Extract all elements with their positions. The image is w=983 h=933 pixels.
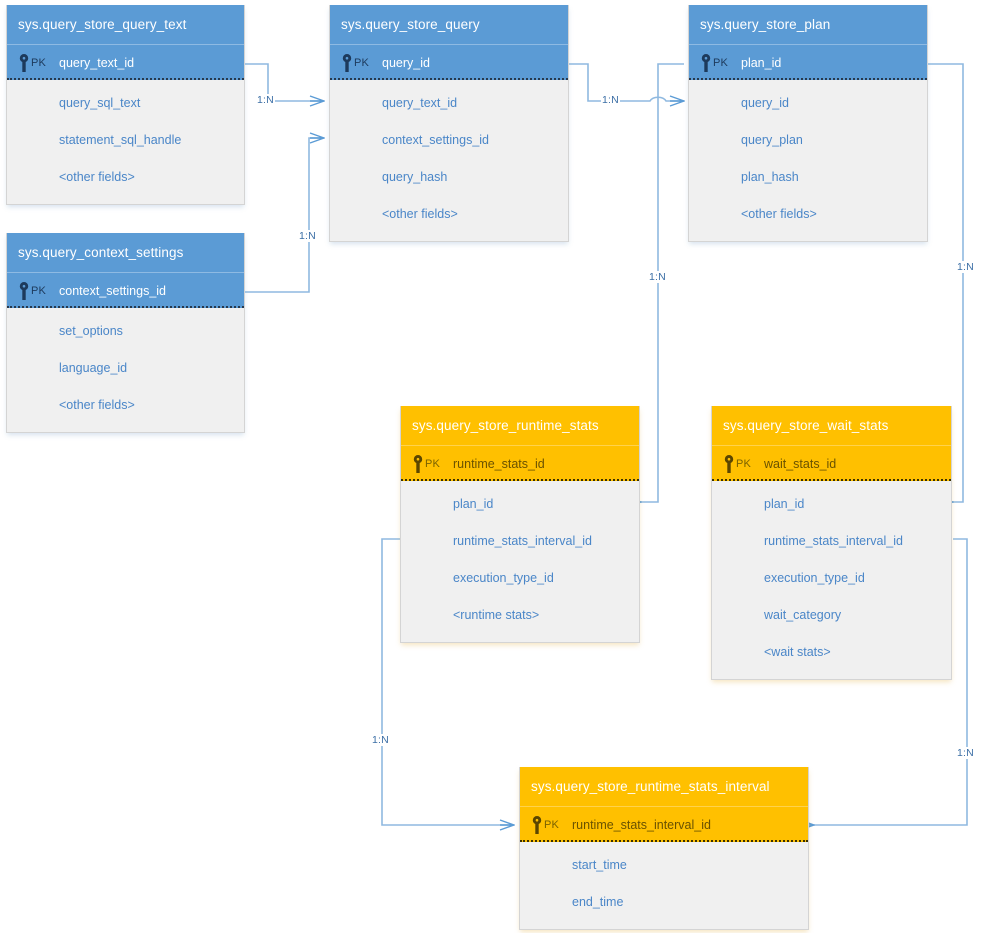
entity-query-store-wait-stats[interactable]: sys.query_store_wait_stats PK wait_stats… [711,406,952,680]
entity-primary-key-row[interactable]: PK context_settings_id [7,272,244,308]
entity-field: <other fields> [59,170,135,184]
key-icon [19,282,29,300]
entity-field: execution_type_id [453,571,554,585]
pk-field-name: runtime_stats_interval_id [572,818,711,832]
entity-title: sys.query_context_settings [7,233,244,272]
cardinality-label-query-text-to-query: 1:N [256,94,275,106]
entity-field: set_options [59,324,123,338]
cardinality-label-plan-to-runtime-stats: 1:N [648,271,667,283]
entity-title: sys.query_store_plan [689,5,927,44]
entity-field: start_time [572,858,627,872]
key-icon [724,455,734,473]
entity-primary-key-row[interactable]: PK query_id [330,44,568,80]
entity-field: plan_hash [741,170,799,184]
entity-primary-key-row[interactable]: PK wait_stats_id [712,445,951,481]
entity-query-store-query-text[interactable]: sys.query_store_query_text PK query_text… [6,5,245,205]
entity-field-list: query_sql_text statement_sql_handle <oth… [7,80,244,204]
entity-field-list: set_options language_id <other fields> [7,308,244,432]
cardinality-label-query-to-plan: 1:N [601,94,620,106]
pk-field-name: runtime_stats_id [453,457,545,471]
entity-field: <other fields> [741,207,817,221]
entity-field-list: start_time end_time [520,842,808,929]
connector-context-settings-to-query [245,138,324,293]
entity-field: runtime_stats_interval_id [764,534,903,548]
entity-field: plan_id [764,497,805,511]
key-icon [342,54,352,72]
entity-title: sys.query_store_runtime_stats_interval [520,767,808,806]
entity-field: context_settings_id [382,133,490,147]
pk-field-name: context_settings_id [59,284,167,298]
entity-field: <other fields> [382,207,458,221]
pk-field-name: query_text_id [59,56,135,70]
key-icon [532,816,542,834]
key-icon [701,54,711,72]
entity-field: <wait stats> [764,645,831,659]
entity-title: sys.query_store_query [330,5,568,44]
key-icon [19,54,29,72]
entity-field-list: query_id query_plan plan_hash <other fie… [689,80,927,241]
pk-tag: PK [31,57,47,69]
cardinality-label-runtime-stats-to-interval: 1:N [371,734,390,746]
entity-field: <runtime stats> [453,608,540,622]
connector-plan-to-runtime-stats [641,63,684,502]
key-icon [413,455,423,473]
cardinality-label-wait-stats-to-interval: 1:N [956,747,975,759]
entity-field: query_plan [741,133,803,147]
entity-field: plan_id [453,497,494,511]
entity-field: query_sql_text [59,96,141,110]
entity-field-list: query_text_id context_settings_id query_… [330,80,568,241]
pk-field-name: query_id [382,56,430,70]
entity-field: query_text_id [382,96,458,110]
entity-field-list: plan_id runtime_stats_interval_id execut… [712,481,951,679]
entity-primary-key-row[interactable]: PK plan_id [689,44,927,80]
entity-title: sys.query_store_query_text [7,5,244,44]
entity-field: end_time [572,895,624,909]
entity-title: sys.query_store_runtime_stats [401,406,639,445]
pk-field-name: wait_stats_id [764,457,837,471]
entity-field: language_id [59,361,128,375]
pk-tag: PK [736,458,752,470]
pk-tag: PK [425,458,441,470]
pk-tag: PK [544,819,560,831]
entity-title: sys.query_store_wait_stats [712,406,951,445]
entity-primary-key-row[interactable]: PK runtime_stats_interval_id [520,806,808,842]
entity-field: <other fields> [59,398,135,412]
pk-field-name: plan_id [741,56,782,70]
entity-query-store-runtime-stats[interactable]: sys.query_store_runtime_stats PK runtime… [400,406,640,643]
entity-field: query_hash [382,170,448,184]
entity-field: statement_sql_handle [59,133,182,147]
entity-query-store-query[interactable]: sys.query_store_query PK query_id query_… [329,5,569,242]
entity-primary-key-row[interactable]: PK runtime_stats_id [401,445,639,481]
entity-field: wait_category [764,608,842,622]
pk-tag: PK [354,57,370,69]
entity-field: runtime_stats_interval_id [453,534,592,548]
pk-tag: PK [713,57,729,69]
entity-query-context-settings[interactable]: sys.query_context_settings PK context_se… [6,233,245,433]
entity-query-store-plan[interactable]: sys.query_store_plan PK plan_id query_id… [688,5,928,242]
entity-field: query_id [741,96,789,110]
entity-query-store-runtime-stats-interval[interactable]: sys.query_store_runtime_stats_interval P… [519,767,809,930]
entity-field: execution_type_id [764,571,865,585]
cardinality-label-context-settings-to-query: 1:N [298,230,317,242]
entity-field-list: plan_id runtime_stats_interval_id execut… [401,481,639,642]
entity-primary-key-row[interactable]: PK query_text_id [7,44,244,80]
cardinality-label-plan-to-wait-stats: 1:N [956,261,975,273]
connector-query-to-plan [569,63,684,101]
pk-tag: PK [31,285,47,297]
